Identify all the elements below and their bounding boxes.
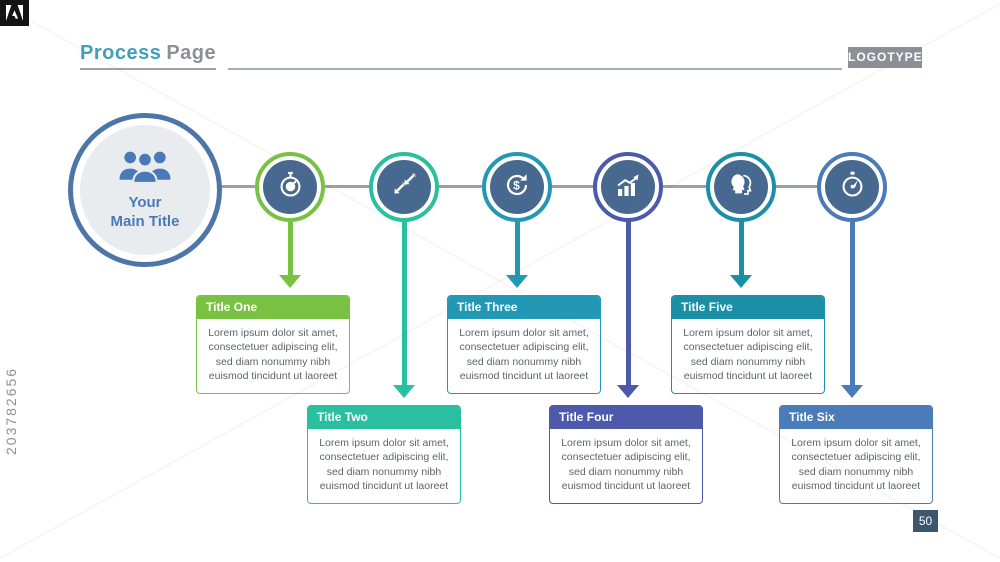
logotype-badge: LOGOTYPE	[848, 47, 922, 68]
arrow-shaft	[514, 214, 520, 275]
arrow-head	[617, 385, 639, 398]
step-box-2: Title Two Lorem ipsum dolor sit amet, co…	[307, 405, 461, 504]
step-title: Title Two	[308, 406, 460, 429]
down-arrow-3	[506, 214, 528, 288]
step-circle-1	[255, 152, 325, 222]
step-circle-inner: $	[490, 160, 544, 214]
compass-icon	[840, 171, 865, 203]
header-rule	[228, 68, 842, 70]
arrow-head	[841, 385, 863, 398]
main-title-line2: Main Title	[110, 212, 180, 230]
adobe-stock-logo	[0, 0, 29, 31]
step-circle-3: $	[482, 152, 552, 222]
step-circle-5	[706, 152, 776, 222]
arrow-shaft	[849, 214, 855, 385]
page-number-badge: 50	[913, 510, 938, 532]
step-title: Title Three	[448, 296, 600, 319]
step-title: Title Four	[550, 406, 702, 429]
arrow-head	[393, 385, 415, 398]
step-description: Lorem ipsum dolor sit amet, consectetuer…	[319, 437, 449, 493]
main-title: Your Main Title	[111, 194, 180, 232]
title-underline	[80, 68, 216, 70]
step-description: Lorem ipsum dolor sit amet, consectetuer…	[683, 327, 813, 383]
arrow-shaft	[287, 214, 293, 275]
step-circle-2	[369, 152, 439, 222]
main-circle: Your Main Title	[68, 113, 222, 267]
step-description: Lorem ipsum dolor sit amet, consectetuer…	[208, 327, 338, 383]
step-box-6: Title Six Lorem ipsum dolor sit amet, co…	[779, 405, 933, 504]
two-minds-icon	[727, 172, 755, 202]
down-arrow-2	[393, 214, 415, 398]
arrow-head	[279, 275, 301, 288]
step-box-1: Title One Lorem ipsum dolor sit amet, co…	[196, 295, 350, 394]
page-title-word1: Process	[80, 42, 162, 64]
stopwatch-icon	[278, 171, 303, 203]
step-title: Title One	[197, 296, 349, 319]
down-arrow-1	[279, 214, 301, 288]
arrow-head	[506, 275, 528, 288]
step-description: Lorem ipsum dolor sit amet, consectetuer…	[459, 327, 589, 383]
step-circle-inner	[825, 160, 879, 214]
down-arrow-4	[617, 214, 639, 398]
arrow-shaft	[738, 214, 744, 275]
step-circle-inner	[601, 160, 655, 214]
main-circle-inner: Your Main Title	[80, 125, 210, 255]
step-circle-6	[817, 152, 887, 222]
dollar-refresh-icon: $	[504, 172, 530, 203]
main-title-line1: Your	[128, 193, 162, 211]
down-arrow-6	[841, 214, 863, 398]
arrow-shaft	[625, 214, 631, 385]
team-icon	[116, 149, 174, 190]
step-title: Title Five	[672, 296, 824, 319]
arrow-shaft	[401, 214, 407, 385]
down-arrow-5	[730, 214, 752, 288]
step-circle-inner	[377, 160, 431, 214]
page-title-word2: Page	[166, 42, 217, 64]
step-description: Lorem ipsum dolor sit amet, consectetuer…	[791, 437, 921, 493]
step-circle-inner	[714, 160, 768, 214]
step-circle-4	[593, 152, 663, 222]
step-box-4: Title Four Lorem ipsum dolor sit amet, c…	[549, 405, 703, 504]
step-box-5: Title Five Lorem ipsum dolor sit amet, c…	[671, 295, 825, 394]
watermark-stock-id: 203782656	[3, 366, 19, 455]
step-box-3: Title Three Lorem ipsum dolor sit amet, …	[447, 295, 601, 394]
svg-text:$: $	[513, 178, 520, 192]
step-description: Lorem ipsum dolor sit amet, consectetuer…	[561, 437, 691, 493]
growth-chart-icon	[615, 172, 641, 203]
darts-icon	[391, 172, 417, 203]
step-title: Title Six	[780, 406, 932, 429]
step-circle-inner	[263, 160, 317, 214]
arrow-head	[730, 275, 752, 288]
